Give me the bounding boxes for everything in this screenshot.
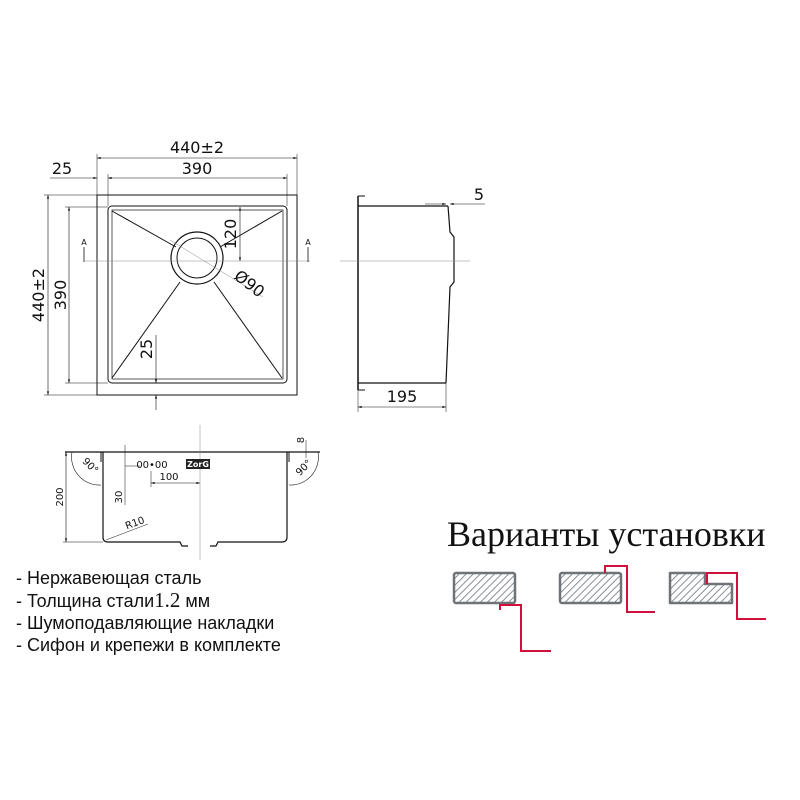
side-view-labels: 5 195 — [387, 185, 484, 406]
bowl-depth-label: 390 — [51, 280, 70, 311]
bowl-width-label: 390 — [182, 159, 213, 178]
feature-item: - Сифон и крепежи в комплекте — [16, 635, 281, 655]
rim-label: 5 — [474, 185, 484, 204]
overflow-offset-label: 30 — [114, 491, 125, 504]
side-view — [340, 195, 485, 412]
section-view — [63, 425, 320, 560]
overall-depth-label: 440±2 — [29, 268, 48, 322]
side-depth-label: 195 — [387, 387, 418, 406]
center-offset-label: 100 — [159, 472, 178, 483]
install-title: Варианты установки — [447, 514, 766, 554]
brand-logo: ZorG — [187, 460, 209, 469]
feature-item: - Толщина стали1.2 мм — [16, 588, 211, 612]
feature-item: - Шумоподавляющие накладки — [16, 613, 275, 633]
feature-item: - Нержавеющая сталь — [16, 568, 202, 588]
section-mark-right: A — [305, 238, 311, 247]
install-variants — [452, 565, 766, 652]
top-view — [44, 154, 310, 410]
overflow-label: 00•00 — [136, 460, 167, 471]
radius-label: R10 — [124, 515, 146, 532]
section-mark-left: A — [81, 238, 87, 247]
flange-label: 25 — [52, 159, 72, 178]
rim-thickness-label: 8 — [296, 437, 307, 443]
overall-width-label: 440±2 — [170, 138, 224, 157]
height-label: 200 — [55, 487, 66, 506]
bottom-offset-label: 25 — [137, 339, 156, 359]
angle-left-label: 90° — [80, 456, 100, 476]
drain-diameter-label: Ø90 — [231, 266, 269, 301]
drain-offset-label: 120 — [221, 219, 240, 250]
variant-undermount — [452, 571, 551, 652]
top-view-labels: 440±2 390 25 440±2 390 120 Ø90 25 A A — [29, 138, 311, 359]
variant-flush — [668, 571, 766, 620]
variant-overmount — [558, 565, 655, 613]
features-list: - Нержавеющая сталь - Толщина стали1.2 м… — [16, 567, 281, 656]
